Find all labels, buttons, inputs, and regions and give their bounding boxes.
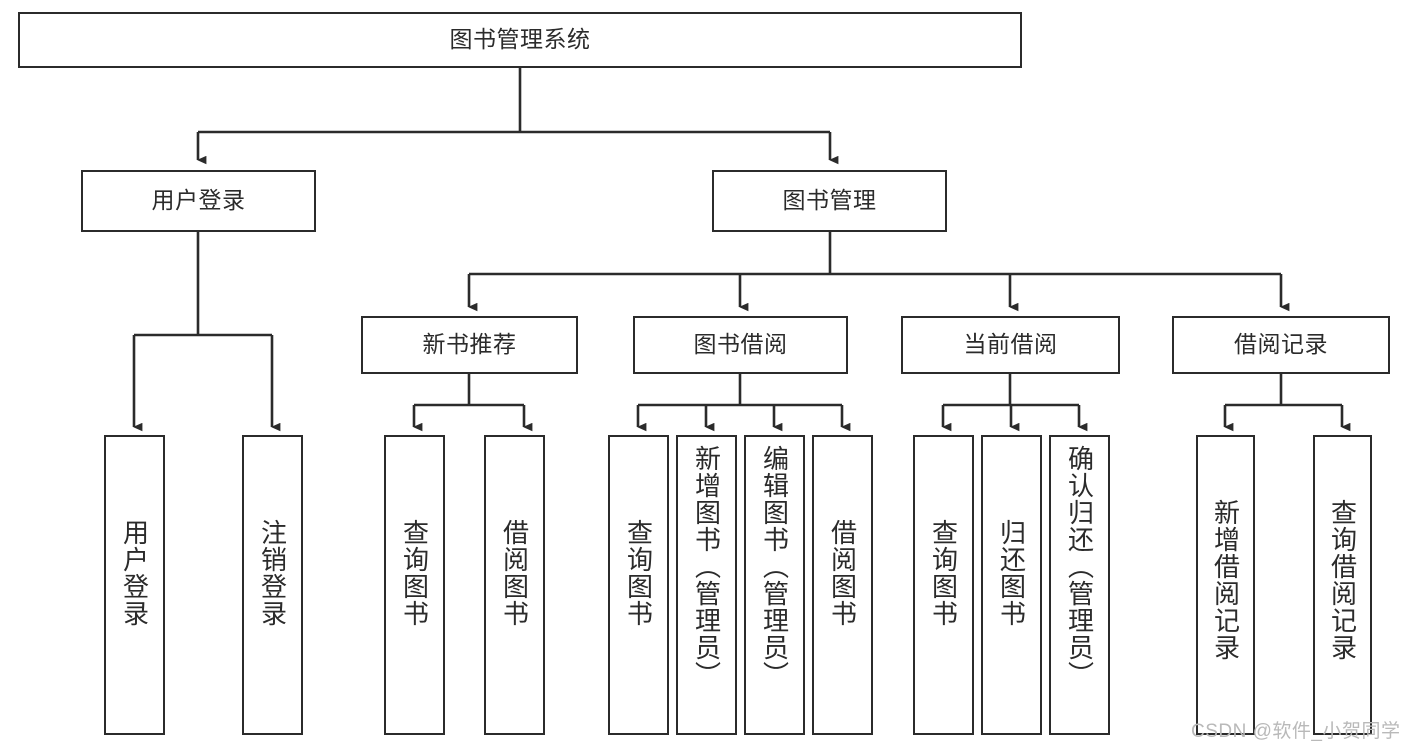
node-borrow-record[interactable]: 借阅记录 <box>1172 316 1390 374</box>
node-label: 查询图书 <box>623 519 654 627</box>
node-label: 新增图书（管理员） <box>691 445 722 688</box>
leaf-logout-login[interactable]: 注销登录 <box>242 435 303 735</box>
node-root-system[interactable]: 图书管理系统 <box>18 12 1022 68</box>
node-label: 查询图书 <box>928 519 959 627</box>
leaf-query-book-1[interactable]: 查询图书 <box>384 435 445 735</box>
node-label: 归还图书 <box>996 519 1027 627</box>
node-current-borrow[interactable]: 当前借阅 <box>901 316 1120 374</box>
node-label: 用户登录 <box>151 187 246 214</box>
node-user-login[interactable]: 用户登录 <box>81 170 316 232</box>
node-label: 当前借阅 <box>963 331 1058 358</box>
node-label: 图书借阅 <box>693 331 788 358</box>
leaf-add-borrow-record[interactable]: 新增借阅记录 <box>1196 435 1255 735</box>
node-label: 借阅记录 <box>1234 331 1328 358</box>
node-label: 图书管理系统 <box>449 26 591 53</box>
node-label: 借阅图书 <box>499 519 530 627</box>
node-label: 查询图书 <box>399 519 430 627</box>
leaf-query-book-2[interactable]: 查询图书 <box>608 435 669 735</box>
node-new-book-recommend[interactable]: 新书推荐 <box>361 316 578 374</box>
leaf-confirm-return-admin[interactable]: 确认归还（管理员） <box>1049 435 1110 735</box>
leaf-return-book[interactable]: 归还图书 <box>981 435 1042 735</box>
leaf-query-book-3[interactable]: 查询图书 <box>913 435 974 735</box>
node-label: 借阅图书 <box>827 519 858 627</box>
leaf-borrow-book-2[interactable]: 借阅图书 <box>812 435 873 735</box>
node-label: 确认归还（管理员） <box>1064 445 1095 688</box>
node-book-management[interactable]: 图书管理 <box>712 170 947 232</box>
node-label: 注销登录 <box>257 519 288 627</box>
node-label: 编辑图书（管理员） <box>759 445 790 688</box>
node-book-borrow[interactable]: 图书借阅 <box>633 316 848 374</box>
node-label: 新增借阅记录 <box>1210 499 1241 661</box>
leaf-borrow-book-1[interactable]: 借阅图书 <box>484 435 545 735</box>
leaf-edit-book-admin[interactable]: 编辑图书（管理员） <box>744 435 805 735</box>
leaf-query-borrow-record[interactable]: 查询借阅记录 <box>1313 435 1372 735</box>
leaf-user-login[interactable]: 用户登录 <box>104 435 165 735</box>
node-label: 新书推荐 <box>422 331 517 358</box>
leaf-add-book-admin[interactable]: 新增图书（管理员） <box>676 435 737 735</box>
csdn-watermark: CSDN @软件_小贺同学 <box>1191 721 1401 742</box>
node-label: 用户登录 <box>119 519 150 627</box>
node-label: 查询借阅记录 <box>1327 499 1358 661</box>
node-label: 图书管理 <box>782 187 877 214</box>
